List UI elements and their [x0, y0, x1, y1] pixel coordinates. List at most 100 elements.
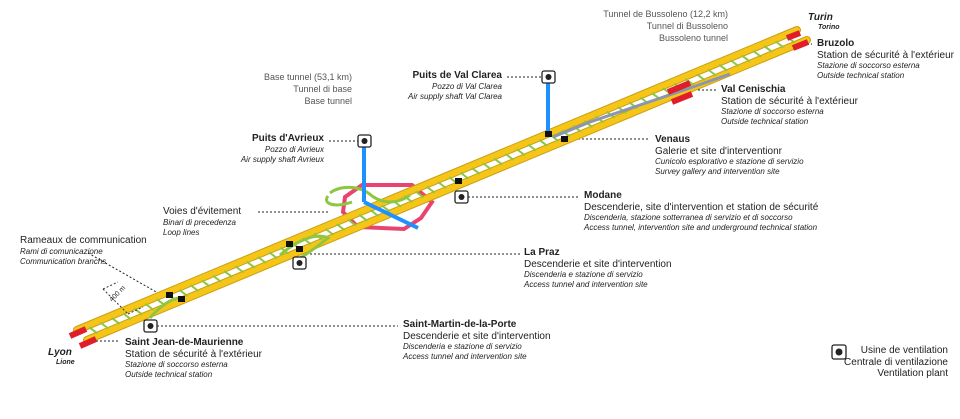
cross-passage	[527, 143, 537, 152]
rameaux-en: Communication branchs	[20, 256, 107, 266]
ventilation-plant-icon	[292, 256, 307, 270]
base-tunnel-label: Base tunnel (53,1 km) Tunnel di base Bas…	[264, 71, 352, 107]
rameaux-label: Rameaux de communication Rami di comunic…	[20, 235, 147, 267]
cross-passage	[516, 148, 526, 156]
site-en: Access tunnel and intervention site	[403, 352, 527, 361]
turin-label: Turin Torino	[808, 12, 840, 32]
security-stations	[68, 30, 810, 349]
cross-passage	[257, 256, 267, 264]
site-en: Outside technical station	[817, 71, 905, 80]
air-shafts	[362, 83, 550, 230]
cross-passage	[212, 274, 222, 283]
cross-passage	[347, 218, 357, 227]
site-it: Discenderia e stazione di servizio	[403, 342, 522, 351]
site-it: Discenderia e stazione di servizio	[524, 270, 643, 279]
site-fr: Descenderie et site d'intervention	[524, 258, 672, 270]
legend-fr: Usine de ventilation	[860, 345, 948, 356]
site-bruzolo: Bruzolo Station de sécurité à l'extérieu…	[817, 38, 954, 81]
voies-en: Loop lines	[163, 227, 200, 237]
site-fr: Descenderie et site d'intervention	[403, 330, 551, 342]
cross-passage	[471, 167, 481, 175]
site-title: Puits de Val Clarea	[412, 70, 503, 81]
rameaux-fr: Rameaux de communication	[20, 235, 147, 246]
cross-passage	[752, 49, 762, 58]
cross-passage	[111, 317, 121, 325]
site-clarea: Puits de Val Clarea Pozzo di Val Clarea …	[408, 70, 502, 102]
site-it: Pozzo di Val Clarea	[432, 81, 502, 91]
cross-passage	[99, 321, 110, 330]
voies-label: Voies d'évitement Binari di precedenza L…	[163, 206, 241, 238]
site-en: Outside technical station	[721, 117, 809, 126]
ventilation-plant-icon	[357, 134, 372, 148]
ventilation-plant-icon	[541, 70, 556, 84]
turin-name: Turin	[808, 12, 833, 23]
site-en: Air supply shaft Val Clarea	[408, 91, 502, 101]
site-en: Survey gallery and intervention site	[655, 167, 780, 176]
site-title: Saint Jean-de-Maurienne	[125, 337, 244, 348]
cross-passage	[437, 181, 447, 189]
cross-passage	[234, 265, 245, 274]
site-stjean: Saint Jean-de-Maurienne Station de sécur…	[125, 337, 262, 380]
cross-passage	[336, 223, 346, 231]
cross-passage	[268, 251, 278, 260]
cross-passage	[201, 279, 211, 288]
cross-passage	[763, 45, 773, 53]
site-avrieux: Puits d'Avrieux Pozzo di Avrieux Air sup…	[241, 133, 324, 165]
site-en: Access tunnel and intervention site	[524, 280, 648, 289]
cross-passage	[504, 153, 515, 161]
cross-passage	[88, 326, 98, 335]
bussoleno-fr: Tunnel de Bussoleno (12,2 km)	[603, 9, 728, 19]
bussoleno-label: Tunnel de Bussoleno (12,2 km) Tunnel di …	[603, 8, 728, 44]
site-fr: Station de sécurité à l'extérieur	[721, 95, 858, 107]
site-title: Bruzolo	[817, 38, 855, 49]
site-venaus: Venaus Galerie et site d'interventionr C…	[655, 134, 804, 177]
cross-passage	[538, 139, 548, 147]
loop-lines	[148, 185, 411, 319]
rameaux-it: Rami di comunicazione	[20, 246, 103, 256]
lyon-name: Lyon	[48, 347, 72, 358]
site-it: Cunicolo esplorativo e stazione di servi…	[655, 157, 804, 166]
legend-ventilation-icon	[831, 344, 847, 360]
site-en: Outside technical station	[125, 370, 213, 379]
cross-passage	[459, 171, 470, 180]
ventilation-plant-icon	[143, 319, 158, 333]
cross-passage	[718, 64, 728, 72]
site-title: Val Cenischia	[721, 84, 786, 95]
legend-it: Centrale di ventilazione	[844, 356, 948, 368]
access-portals	[166, 131, 568, 302]
site-fr: Station de sécurité à l'extérieur	[125, 348, 262, 360]
turin-alt: Torino	[818, 23, 840, 31]
site-fr: Galerie et site d'interventionr	[655, 145, 782, 157]
site-it: Pozzo di Avrieux	[264, 144, 324, 154]
cross-passage	[493, 157, 503, 166]
cross-passage	[122, 312, 132, 321]
site-title: Modane	[584, 190, 622, 201]
cross-passage	[774, 40, 785, 49]
cross-passage	[246, 260, 256, 269]
site-modane: Modane Descenderie, site d'intervention …	[584, 190, 818, 233]
cross-passage	[178, 289, 188, 297]
spacing-label: 400 m	[108, 285, 127, 304]
lyon-alt: Lione	[56, 358, 75, 366]
cross-passage	[741, 54, 751, 63]
cross-passage	[324, 228, 335, 236]
cross-passage	[223, 270, 233, 278]
voies-fr: Voies d'évitement	[163, 206, 242, 217]
cross-passage	[414, 190, 425, 199]
site-fr: Station de sécurité à l'extérieur	[817, 49, 954, 61]
site-cenischia: Val Cenischia Station de sécurité à l'ex…	[721, 84, 858, 127]
cross-passage	[189, 284, 200, 292]
cross-passage	[482, 162, 492, 171]
cross-passage	[144, 303, 155, 311]
site-title: Saint-Martin-de-la-Porte	[403, 319, 517, 330]
base-tunnel-en: Base tunnel	[304, 96, 352, 107]
lyon-label: Lyon Lione	[48, 347, 75, 367]
site-it: Stazione di soccorso esterna	[125, 360, 228, 369]
cross-passage	[369, 209, 380, 217]
cross-passage	[358, 214, 368, 222]
site-title: La Praz	[524, 247, 560, 258]
bussoleno-it: Tunnel di Bussoleno	[646, 21, 728, 32]
spacing-dimension	[102, 281, 144, 315]
site-title: Puits d'Avrieux	[251, 133, 324, 144]
site-stmartin: Saint-Martin-de-la-Porte Descenderie et …	[403, 319, 551, 362]
